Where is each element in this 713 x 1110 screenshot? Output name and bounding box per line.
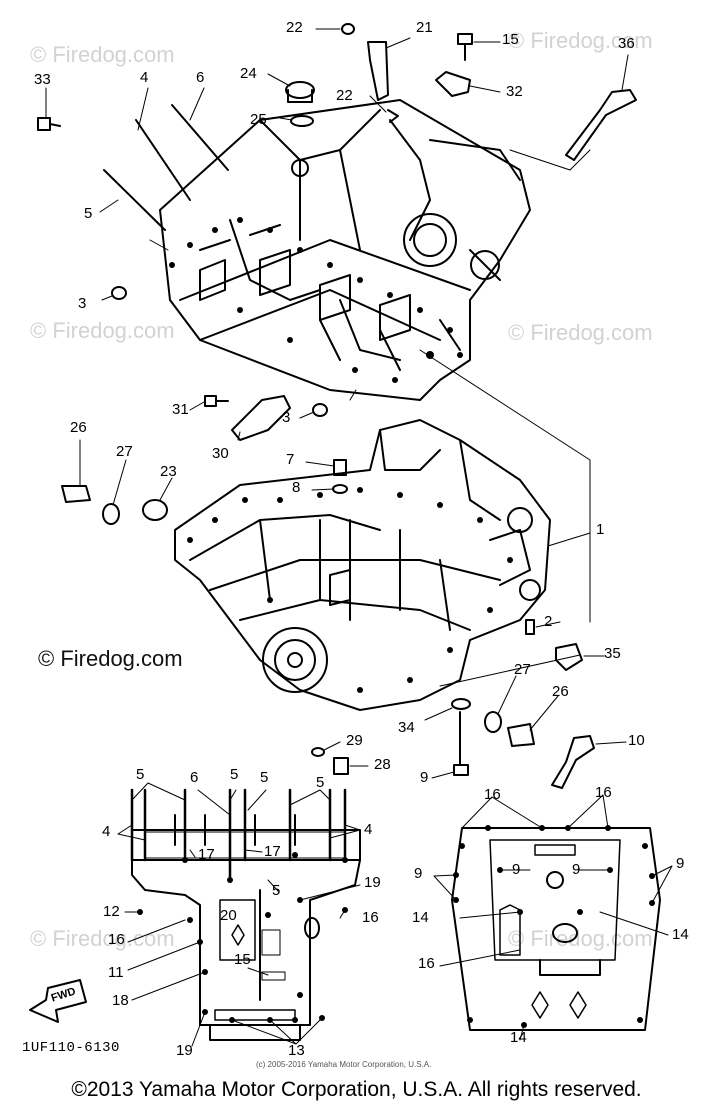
callout-right-10: 14 (510, 1029, 527, 1046)
callout-left-11: 19 (364, 874, 381, 891)
drawing-code: 1UF110-6130 (22, 1040, 120, 1056)
fwd-arrow-icon (29, 979, 87, 1023)
callout-right-5: 9 (572, 861, 581, 878)
callout-upper-24: 35 (604, 645, 621, 662)
callout-upper-17: 26 (70, 419, 87, 436)
callout-left-16: 11 (108, 964, 124, 981)
callout-left-19: 19 (176, 1042, 193, 1059)
callout-upper-28: 34 (398, 719, 415, 736)
callout-right-3: 9 (414, 865, 423, 882)
callout-upper-18: 27 (116, 443, 133, 460)
callout-left-5: 5 (316, 774, 325, 791)
copyright-footer: ©2013 Yamaha Motor Corporation, U.S.A. A… (71, 1078, 642, 1101)
right-bottom-plan (451, 825, 661, 1031)
callout-upper-26: 26 (552, 683, 569, 700)
lower-crankcase (174, 419, 551, 711)
callout-upper-19: 23 (160, 463, 177, 480)
upper-crankcase (159, 99, 531, 401)
callout-left-9: 4 (364, 821, 373, 838)
callout-upper-29: 29 (346, 732, 363, 749)
callout-upper-5: 33 (34, 71, 51, 88)
callout-upper-3: 15 (502, 31, 519, 48)
callout-upper-13: 3 (78, 295, 87, 312)
callout-right-2: 16 (595, 784, 612, 801)
callout-left-13: 16 (108, 931, 125, 948)
left-bottom-plan (130, 788, 361, 1041)
callout-right-8: 14 (672, 926, 689, 943)
callout-left-14: 20 (220, 907, 237, 924)
callout-upper-15: 31 (172, 401, 189, 418)
callout-upper-4: 36 (618, 35, 635, 52)
callout-left-3: 5 (230, 766, 239, 783)
callout-left-4: 5 (260, 769, 269, 786)
callout-left-1: 5 (136, 766, 145, 783)
inner-copyright: (c) 2005-2016 Yamaha Motor Corporation, … (256, 1060, 432, 1069)
callout-left-12: 12 (103, 903, 120, 920)
callout-left-20: 13 (288, 1042, 305, 1059)
callout-upper-2: 21 (416, 19, 433, 36)
watermark-bottom-left: © Firedog.com (30, 926, 175, 951)
leader-lines (45, 28, 629, 779)
callout-upper-30: 28 (374, 756, 391, 773)
callout-upper-22: 1 (596, 521, 605, 538)
firedog-label: © Firedog.com (38, 646, 183, 671)
callout-left-17: 15 (234, 951, 251, 968)
callout-left-15: 16 (362, 909, 379, 926)
callout-upper-9: 22 (336, 87, 353, 104)
watermark-top-left: © Firedog.com (30, 42, 175, 67)
callout-right-7: 14 (412, 909, 429, 926)
small-parts (37, 23, 637, 789)
watermark-mid-right: © Firedog.com (508, 320, 653, 345)
callout-right-1: 16 (484, 786, 501, 803)
callout-left-8: 17 (264, 843, 281, 860)
plan-leader-lines (117, 782, 673, 1047)
callout-left-7: 17 (198, 846, 215, 863)
callout-upper-14: 3 (282, 409, 291, 426)
callout-left-2: 6 (190, 769, 199, 786)
callout-upper-31: 9 (420, 769, 429, 786)
callout-upper-1: 22 (286, 19, 303, 36)
callout-right-9: 16 (418, 955, 435, 972)
callout-right-4: 9 (512, 861, 521, 878)
callout-upper-20: 7 (286, 451, 295, 468)
callout-upper-6: 4 (140, 69, 149, 86)
callout-upper-25: 27 (514, 661, 531, 678)
watermark-top-right: © Firedog.com (508, 28, 653, 53)
watermark-bottom-right: © Firedog.com (508, 926, 653, 951)
callout-upper-16: 30 (212, 445, 229, 462)
callout-right-6: 9 (676, 855, 685, 872)
callout-upper-23: 2 (544, 613, 553, 630)
callout-upper-8: 24 (240, 65, 257, 82)
callout-left-10: 5 (272, 882, 281, 899)
callout-upper-10: 32 (506, 83, 523, 100)
callout-upper-11: 25 (250, 111, 267, 128)
watermark-mid-left: © Firedog.com (30, 318, 175, 343)
callout-upper-12: 5 (84, 205, 93, 222)
callout-upper-7: 6 (196, 69, 205, 86)
callout-upper-27: 10 (628, 732, 645, 749)
callout-upper-21: 8 (292, 479, 301, 496)
callout-left-18: 18 (112, 992, 129, 1009)
callout-left-6: 4 (102, 823, 111, 840)
